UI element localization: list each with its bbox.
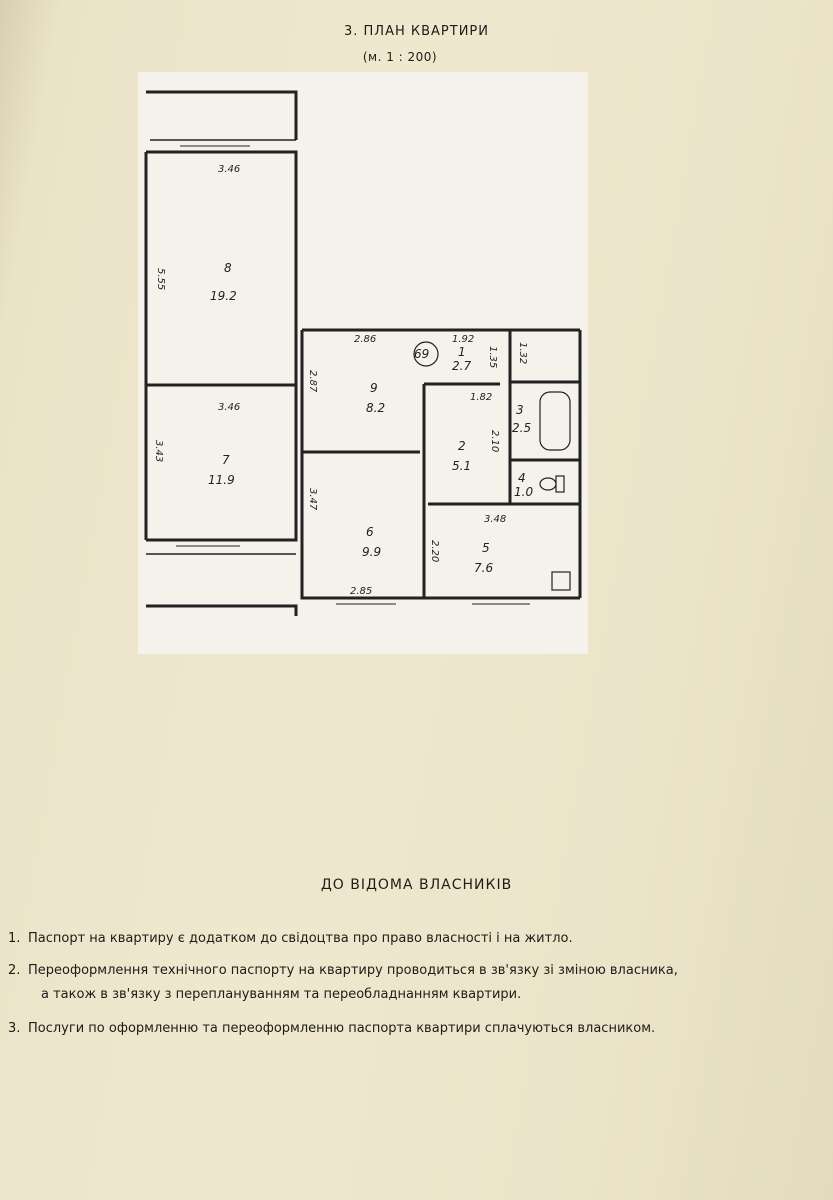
- room-5-area: 7.6: [474, 561, 493, 575]
- room7-wall: [146, 385, 298, 542]
- dim-room6-length: 3.47: [307, 488, 318, 511]
- notice-item-3-number: 3.: [8, 1021, 21, 1036]
- room-8-number: 8: [224, 261, 232, 275]
- notice-item-1: 1. Паспорт на квартиру є додатком до свід…: [8, 930, 828, 948]
- toilet-icon: [539, 475, 565, 493]
- notice-item-2: 2. Переоформлення технічного паспорту на …: [8, 962, 828, 980]
- plan-title: 3. ПЛАН КВАРТИРИ: [344, 24, 489, 39]
- dim-corridor-length: 1.35: [487, 346, 498, 368]
- notice-title: ДО ВІДОМА ВЛАСНИКІВ: [320, 877, 513, 893]
- dim-room8-width: 3.46: [218, 164, 240, 175]
- dim-room7-width: 3.46: [218, 402, 240, 413]
- apartment-number-circle: [413, 341, 439, 367]
- room-2-area: 5.1: [452, 459, 471, 473]
- balcony-bottom-wall: [146, 604, 298, 616]
- room-6-number: 6: [366, 525, 374, 539]
- dim-room9-width: 2.86: [354, 334, 376, 345]
- room8-wall: [146, 150, 298, 385]
- balcony-top-wall: [146, 90, 298, 140]
- room-1-number: 1: [458, 345, 466, 359]
- dim-room8-length: 5.55: [155, 268, 166, 290]
- room-9-number: 9: [370, 381, 378, 395]
- dim-kitchen-length: 2.20: [429, 540, 440, 562]
- room-5-number: 5: [482, 541, 490, 555]
- dim-corridor-width: 1.92: [452, 334, 474, 345]
- stove-icon: [551, 571, 571, 591]
- room-9-area: 8.2: [366, 401, 385, 415]
- room-2-number: 2: [458, 439, 466, 453]
- bathtub-icon: [539, 391, 571, 451]
- dim-kitchen-width: 3.48: [484, 514, 506, 525]
- apartment-number: 69: [414, 347, 429, 361]
- room-3-area: 2.5: [512, 421, 531, 435]
- room-3-number: 3: [516, 403, 524, 417]
- room-7-number: 7: [222, 453, 230, 467]
- dim-hall-width: 1.82: [470, 392, 492, 403]
- room-7-area: 11.9: [208, 473, 235, 487]
- dim-room7-length: 3.43: [153, 440, 164, 462]
- notice-item-3: 3. Послуги по оформленню та переоформленн…: [8, 1020, 828, 1038]
- dim-hall-length: 2.10: [489, 430, 500, 452]
- room-6-area: 9.9: [362, 545, 381, 559]
- notice-item-2-cont-text: а також в зв'язку з переплануванням та п…: [41, 987, 522, 1002]
- room-4-number: 4: [518, 471, 526, 485]
- room-8-area: 19.2: [210, 289, 237, 303]
- room-4-area: 1.0: [514, 485, 533, 499]
- notice-item-3-text: Послуги по оформленню та переоформленню …: [28, 1021, 656, 1036]
- room-1-area: 2.7: [452, 359, 471, 373]
- dim-room6-width: 2.85: [350, 586, 372, 597]
- notice-item-2-text: Переоформлення технічного паспорту на кв…: [28, 963, 678, 978]
- notice-item-1-text: Паспорт на квартиру є додатком до свідоц…: [28, 931, 573, 946]
- right-block-bottom-wall: [300, 330, 580, 600]
- dim-bath-top: 1.32: [517, 342, 528, 364]
- plan-sheet: [138, 72, 588, 654]
- notice-item-1-number: 1.: [8, 931, 21, 946]
- dim-room9-length: 2.87: [307, 370, 318, 393]
- plan-scale: (м. 1 : 200): [362, 50, 438, 64]
- notice-item-2-number: 2.: [8, 963, 21, 978]
